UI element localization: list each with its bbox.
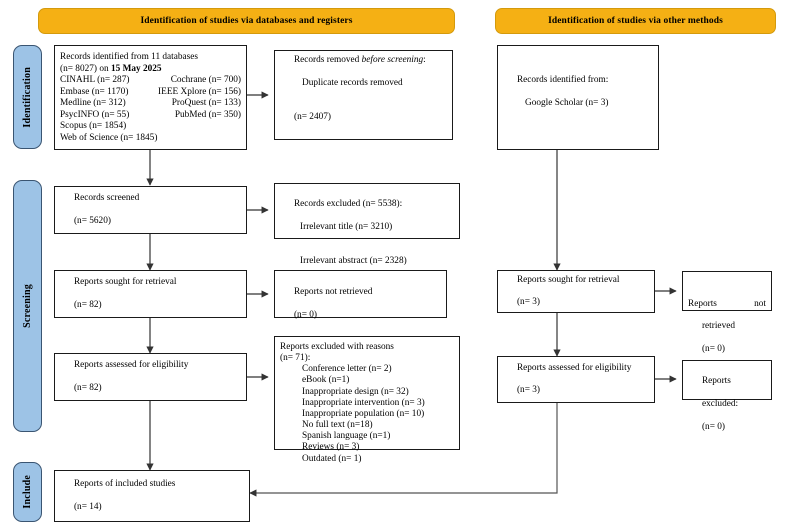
records-identified-content: Records identified from 11 databases (n=… bbox=[60, 52, 241, 144]
records-identified-google-scholar: Google Scholar (n= 3) bbox=[525, 97, 609, 108]
records-removed-post: : bbox=[423, 55, 426, 66]
reason-inappropriate-population: Inappropriate population (n= 10) bbox=[302, 408, 425, 419]
box-reports-not-retrieved: Reports not retrieved (n= 0) bbox=[274, 270, 447, 320]
box-records-excluded: Records excluded (n= 5538): Irrelevant t… bbox=[274, 183, 460, 266]
reports-excluded-other-line3: (n= 0) bbox=[701, 421, 726, 432]
box-records-screened: Records screened (n= 5620) bbox=[54, 186, 247, 234]
database-ieee-xplore: IEEE Xplore (n= 156) bbox=[158, 86, 241, 97]
reports-not-retrieved-line1: Reports not retrieved bbox=[293, 287, 373, 298]
included-studies-line2: (n= 14) bbox=[73, 501, 102, 512]
records-excluded-content: Records excluded (n= 5538): Irrelevant t… bbox=[280, 188, 454, 290]
records-excluded-line1: Records excluded (n= 5538): bbox=[293, 199, 403, 210]
reports-assessed-other-line1: Reports assessed for eligibility bbox=[516, 362, 632, 373]
reports-not-retrieved-content: Reports not retrieved (n= 0) bbox=[280, 276, 441, 333]
box-reports-excluded-other: Reports excluded: (n= 0) bbox=[682, 360, 772, 432]
reports-excluded-reasons-content: Reports excluded with reasons (n= 71): C… bbox=[280, 342, 425, 465]
stage-identification: Identification bbox=[13, 45, 42, 149]
box-reports-sought-retrieval: Reports sought for retrieval (n= 82) bbox=[54, 270, 247, 318]
stage-screening: Screening bbox=[13, 180, 42, 432]
database-psycinfo: PsycINFO (n= 55) bbox=[60, 109, 130, 120]
records-removed-line3: (n= 2407) bbox=[294, 112, 332, 122]
reports-not-retrieved-other-line3: (n= 0) bbox=[701, 343, 726, 354]
reports-excluded-other-content: Reports excluded: (n= 0) bbox=[688, 365, 766, 444]
stage-include: Include bbox=[13, 462, 42, 522]
box-reports-assessed-eligibility-other: Reports assessed for eligibility (n= 3) bbox=[497, 356, 655, 403]
reports-excluded-other-line1: Reports bbox=[701, 376, 731, 387]
reports-excluded-other-line2: excluded: bbox=[701, 398, 739, 409]
records-removed-content: Records removed before screening: Duplic… bbox=[280, 44, 447, 146]
records-removed-pre: Records removed bbox=[293, 55, 362, 66]
reports-not-retrieved-other-content: Reports not retrieved (n= 0) bbox=[688, 276, 766, 367]
reports-sought-other-content: Reports sought for retrieval (n= 3) bbox=[503, 263, 649, 320]
reason-inappropriate-intervention: Inappropriate intervention (n= 3) bbox=[302, 397, 425, 408]
database-cinahl: CINAHL (n= 287) bbox=[60, 75, 130, 86]
box-records-identified-databases: Records identified from 11 databases (n=… bbox=[54, 45, 247, 150]
records-excluded-irrelevant-title: Irrelevant title (n= 3210) bbox=[300, 221, 393, 232]
stage-identification-label: Identification bbox=[22, 66, 33, 128]
reports-not-retrieved-other-line1: Reports not bbox=[688, 299, 766, 310]
reports-assessed-line1: Reports assessed for eligibility bbox=[73, 360, 189, 371]
database-scopus: Scopus (n= 1854) bbox=[60, 121, 127, 132]
records-removed-line2: Duplicate records removed bbox=[302, 78, 403, 89]
reports-assessed-other-content: Reports assessed for eligibility (n= 3) bbox=[503, 351, 649, 408]
reports-assessed-content: Reports assessed for eligibility (n= 82) bbox=[60, 349, 241, 406]
stage-screening-label: Screening bbox=[22, 284, 33, 328]
banner-databases-registers: Identification of studies via databases … bbox=[38, 8, 455, 34]
reason-inappropriate-design: Inappropriate design (n= 32) bbox=[302, 386, 409, 397]
database-medline: Medline (n= 312) bbox=[60, 98, 126, 109]
banner-other-methods: Identification of studies via other meth… bbox=[495, 8, 776, 34]
box-reports-assessed-eligibility: Reports assessed for eligibility (n= 82) bbox=[54, 353, 247, 401]
included-studies-content: Reports of included studies (n= 14) bbox=[60, 468, 244, 525]
database-embase: Embase (n= 1170) bbox=[60, 86, 129, 97]
reports-not-retrieved-other-line2: retrieved bbox=[701, 321, 735, 332]
reason-outdated: Outdated (n= 1) bbox=[302, 453, 362, 464]
box-reports-sought-retrieval-other: Reports sought for retrieval (n= 3) bbox=[497, 270, 655, 313]
reports-sought-line1: Reports sought for retrieval bbox=[73, 277, 177, 288]
box-reports-included-studies: Reports of included studies (n= 14) bbox=[54, 470, 250, 522]
records-screened-line2: (n= 5620) bbox=[73, 215, 111, 226]
records-screened-content: Records screened (n= 5620) bbox=[60, 182, 241, 239]
stage-include-label: Include bbox=[22, 475, 33, 509]
records-identified-date: 15 May 2025 bbox=[110, 63, 162, 74]
reason-spanish-language: Spanish language (n=1) bbox=[302, 431, 391, 442]
records-identified-other-line1: Records identified from: bbox=[516, 74, 609, 85]
box-records-removed-before-screening: Records removed before screening: Duplic… bbox=[274, 50, 453, 140]
banner-other-methods-label: Identification of studies via other meth… bbox=[548, 16, 723, 26]
banner-databases-registers-label: Identification of studies via databases … bbox=[140, 16, 353, 26]
records-excluded-irrelevant-abstract: Irrelevant abstract (n= 2328) bbox=[300, 255, 407, 266]
records-identified-other-content: Records identified from: Google Scholar … bbox=[503, 64, 653, 132]
records-identified-line1: Records identified from 11 databases bbox=[60, 52, 199, 62]
reports-excluded-line2: (n= 71): bbox=[280, 353, 311, 364]
database-proquest: ProQuest (n= 133) bbox=[171, 98, 241, 109]
reports-sought-line2: (n= 82) bbox=[73, 299, 102, 310]
reason-reviews: Reviews (n= 3) bbox=[302, 442, 360, 453]
database-web-of-science: Web of Science (n= 1845) bbox=[60, 132, 158, 143]
box-records-identified-other: Records identified from: Google Scholar … bbox=[497, 45, 659, 150]
reason-no-full-text: No full text (n=18) bbox=[302, 420, 373, 431]
records-screened-line1: Records screened bbox=[73, 193, 140, 204]
records-removed-line1: Records removed before screening: bbox=[294, 55, 426, 65]
reports-sought-other-line1: Reports sought for retrieval bbox=[516, 274, 620, 285]
database-pubmed: PubMed (n= 350) bbox=[174, 109, 241, 120]
reports-sought-content: Reports sought for retrieval (n= 82) bbox=[60, 266, 241, 323]
reports-not-retrieved-line2: (n= 0) bbox=[293, 309, 318, 320]
reports-assessed-other-line2: (n= 3) bbox=[516, 385, 541, 396]
reason-conference-letter: Conference letter (n= 2) bbox=[302, 364, 392, 375]
database-cochrane: Cochrane (n= 700) bbox=[170, 75, 241, 86]
reports-assessed-line2: (n= 82) bbox=[73, 382, 102, 393]
box-reports-excluded-with-reasons: Reports excluded with reasons (n= 71): C… bbox=[274, 336, 460, 464]
reports-not-retrieved-other-word2: not bbox=[754, 298, 766, 309]
included-studies-line1: Reports of included studies bbox=[73, 479, 176, 490]
records-removed-italic: before screening bbox=[361, 55, 424, 66]
box-reports-not-retrieved-other: Reports not retrieved (n= 0) bbox=[682, 271, 772, 354]
reason-ebook: eBook (n=1) bbox=[302, 375, 350, 386]
reports-not-retrieved-other-word1: Reports bbox=[688, 298, 717, 309]
reports-excluded-line1: Reports excluded with reasons bbox=[280, 342, 394, 352]
records-identified-date-pre: (n= 8027) on bbox=[60, 63, 111, 74]
records-identified-line2: (n= 8027) on 15 May 2025 bbox=[60, 64, 241, 76]
reports-sought-other-line2: (n= 3) bbox=[516, 297, 541, 308]
